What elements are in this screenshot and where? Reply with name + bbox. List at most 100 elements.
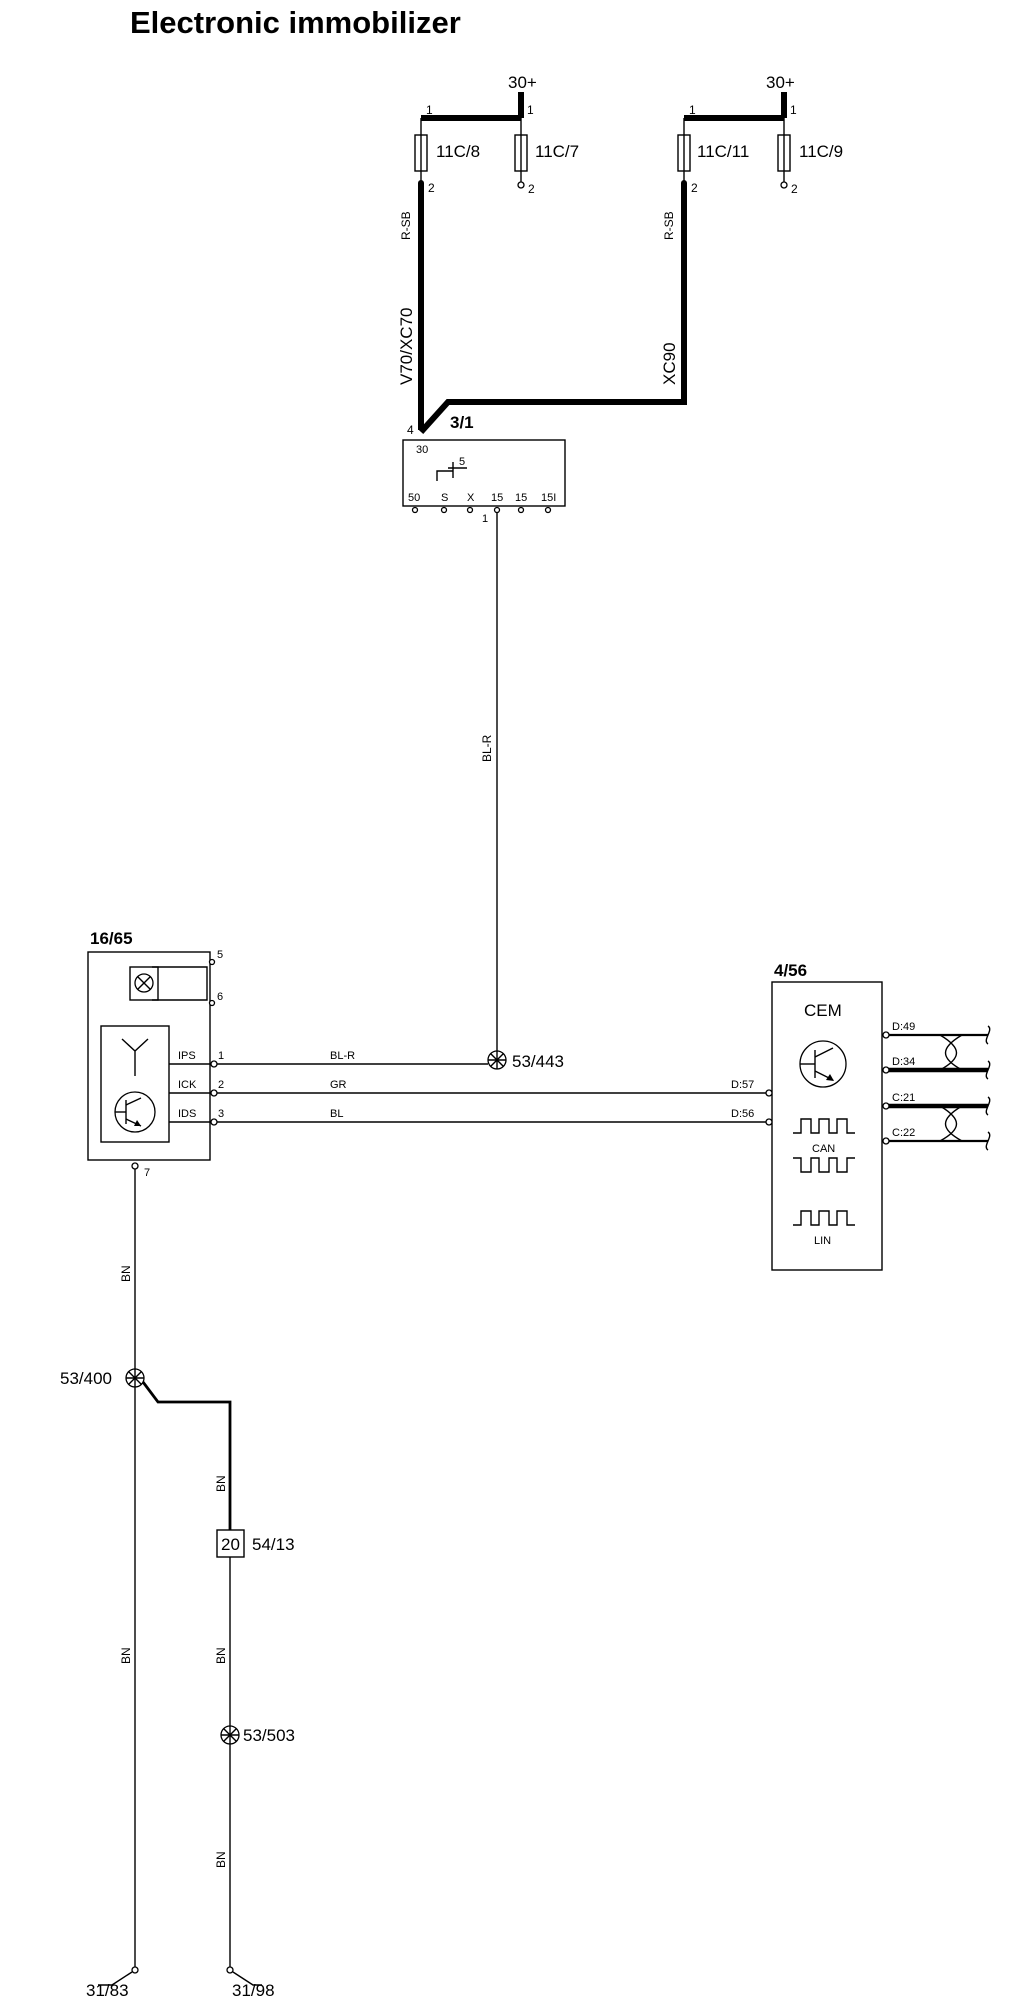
cem-pin-dot: [882, 1031, 890, 1039]
supply-label-right: 30+: [766, 73, 795, 92]
break-mark-icon: [985, 1096, 991, 1116]
ground-label-31-98: 31/98: [232, 1981, 275, 2000]
fuse-11c9-pin-bottom-dot: [780, 181, 788, 189]
signal-ick: ICK: [178, 1079, 197, 1091]
fuse-11c8-pin-bottom: 2: [428, 181, 435, 195]
splice-53-443-label: 53/443: [512, 1052, 564, 1071]
wire-bn-label-4: BN: [214, 1647, 228, 1664]
wire-bn-label-2: BN: [119, 1647, 133, 1664]
ignition-terminal-15b: 15: [515, 492, 527, 504]
cem-pin-dot: [765, 1089, 773, 1097]
ground-31-83: 31/83: [86, 1966, 139, 2000]
splice-53-503-label: 53/503: [243, 1726, 295, 1745]
immobilizer-module: 16/65 5 6 IPS ICK IDS 1 2 3 7: [87, 929, 224, 1179]
wire-ids-color: BL: [330, 1108, 343, 1120]
wire-color-left: R-SB: [399, 211, 413, 240]
cem-bus-c21: C:21: [892, 1092, 915, 1104]
cem-pin-dot: [882, 1066, 890, 1074]
cem-lin-label: LIN: [814, 1235, 831, 1247]
ignition-pin-dot: [466, 506, 474, 514]
ground-label-31-83: 31/83: [86, 1981, 129, 2000]
ignition-pin-dot: [440, 506, 448, 514]
wire-bn-label-5: BN: [214, 1851, 228, 1868]
diagram-title: Electronic immobilizer: [130, 5, 461, 40]
lamp-loop: [152, 966, 208, 1001]
splice-53-503: 53/503: [220, 1725, 295, 1745]
splice-53-400-label: 53/400: [60, 1369, 112, 1388]
ignition-inner-label: 5: [459, 456, 465, 468]
cem-box: [771, 981, 883, 1271]
immobilizer-pin-dot: [208, 999, 216, 1007]
ignition-switch: 4 3/1 30 5 50 S X 15 15 15I 1: [402, 413, 566, 525]
cem-id: 4/56: [774, 961, 807, 980]
ignition-terminal-s: S: [441, 492, 448, 504]
fuse-11c7-pin-bottom: 2: [528, 182, 535, 196]
fuse-11c7-label: 11C/7: [535, 142, 579, 161]
immobilizer-pin-7: 7: [144, 1167, 150, 1179]
twist-icon: [939, 1034, 963, 1071]
wire-ips-color: BL-R: [330, 1050, 355, 1062]
immobilizer-pin-3: 3: [218, 1108, 224, 1120]
immobilizer-pin-2: 2: [218, 1079, 224, 1091]
ignition-terminal-15i: 15I: [541, 492, 556, 504]
wire-r-sb-right: [418, 183, 687, 435]
immobilizer-id: 16/65: [90, 929, 133, 948]
cem-bus-c22: C:22: [892, 1127, 915, 1139]
fuse-11c8-label: 11C/8: [436, 142, 480, 161]
lin-wave: [793, 1210, 855, 1226]
ignition-output-pin: 1: [482, 513, 488, 525]
fuse-11c7-pin-top: 1: [527, 103, 534, 117]
ignition-switch-box: [402, 439, 566, 507]
cem-bus-d49: D:49: [892, 1021, 915, 1033]
ignition-input-pin: 4: [407, 423, 414, 437]
immobilizer-pin-5: 5: [217, 949, 223, 961]
ignition-terminal-15a: 15: [491, 492, 503, 504]
lamp-frame: [129, 966, 159, 1001]
twist-icon: [939, 1105, 963, 1142]
antenna-icon: [121, 1038, 149, 1076]
ground-icon: [232, 1971, 262, 1986]
ignition-pin-dot: [544, 506, 552, 514]
immobilizer-pin-dot: [208, 958, 216, 966]
cem-pin-dot: [882, 1137, 890, 1145]
variant-left: V70/XC70: [397, 308, 416, 386]
cem-pin-dot: [882, 1102, 890, 1110]
wire-bn-label-3: BN: [214, 1475, 228, 1492]
splice-53-400: 53/400: [60, 1368, 145, 1388]
wire-bn-label-1: BN: [119, 1265, 133, 1282]
cem-bus-d34: D:34: [892, 1056, 915, 1068]
connector-id: 54/13: [252, 1535, 295, 1554]
break-mark-icon: [985, 1131, 991, 1151]
cem-can-label: CAN: [812, 1143, 835, 1155]
immobilizer-pin-6: 6: [217, 991, 223, 1003]
fuse-11c9-pin-bottom: 2: [791, 182, 798, 196]
variant-right: XC90: [660, 342, 679, 385]
cem-input-d57: D:57: [731, 1079, 754, 1091]
signal-ips: IPS: [178, 1050, 196, 1062]
cem-name: CEM: [804, 1001, 842, 1020]
immobilizer-pin-dot: [210, 1060, 218, 1068]
fuse-11c8-pin-top: 1: [426, 103, 433, 117]
ignition-pin-dot: [493, 506, 501, 514]
splice-53-443: 53/443: [487, 1050, 564, 1071]
signal-ids: IDS: [178, 1108, 196, 1120]
wire-bl-r-label: BL-R: [480, 734, 494, 762]
connector-number: 20: [221, 1535, 240, 1554]
cem-input-d56: D:56: [731, 1108, 754, 1120]
break-mark-icon: [985, 1025, 991, 1045]
fuse-11c7-pin-bottom-dot: [517, 181, 525, 189]
immobilizer-pin-dot: [131, 1162, 139, 1170]
connector-54-13: [216, 1529, 245, 1558]
fuse-11c9-pin-top: 1: [790, 103, 797, 117]
wire-bn-branch: [141, 1381, 232, 1530]
ground-31-98: 31/98: [226, 1966, 275, 2000]
can-wave-low: [793, 1157, 855, 1173]
ground-icon: [98, 1971, 133, 1986]
fuse-11c11-pin-bottom: 2: [691, 181, 698, 195]
ignition-terminal-50: 50: [408, 492, 420, 504]
fuse-11c11-label: 11C/11: [697, 142, 749, 161]
fuse-11c11-pin-top: 1: [689, 103, 696, 117]
can-wave-high: [793, 1118, 855, 1134]
supply-right: 30+ 1 1 11C/11 2 11C/9 2: [677, 73, 843, 196]
